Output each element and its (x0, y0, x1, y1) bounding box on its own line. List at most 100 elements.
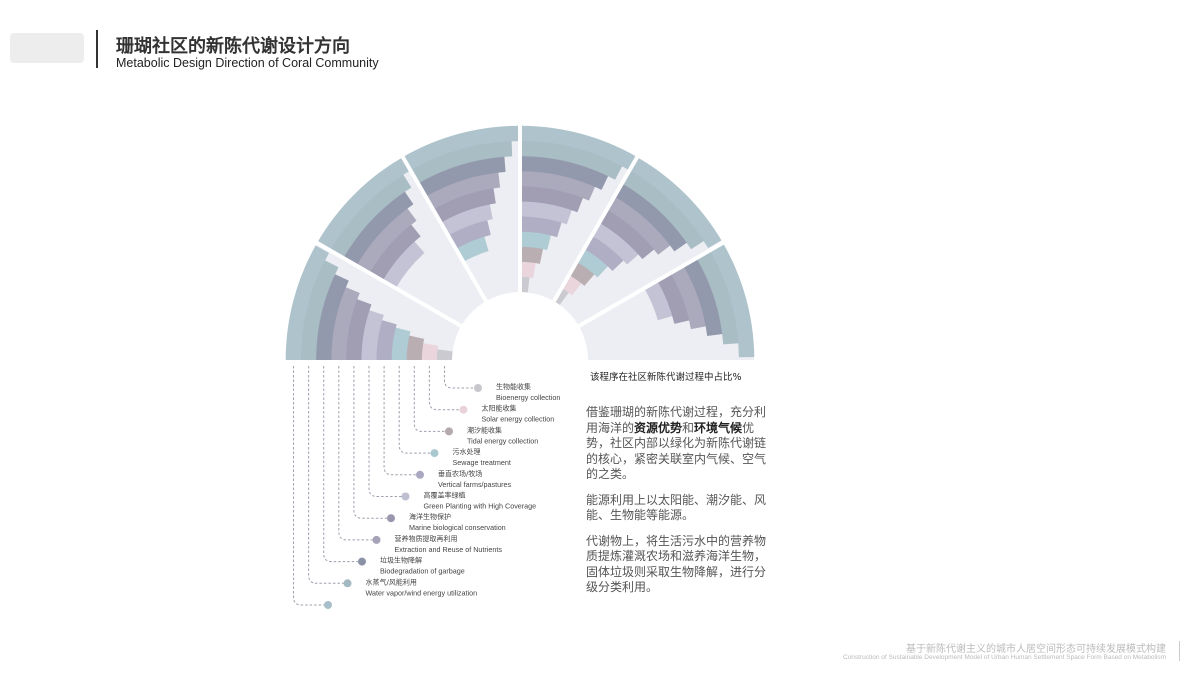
chart-bar (376, 320, 397, 360)
title-divider (96, 30, 98, 68)
chart-bar (591, 222, 639, 265)
sector-divider (577, 240, 725, 328)
chart-bar (520, 140, 623, 180)
chart-bar (520, 125, 638, 171)
chart-bar (520, 201, 572, 225)
chart-bar (382, 241, 425, 289)
legend-leader (413, 366, 445, 432)
chart-bar (644, 280, 673, 321)
chart-arcs (285, 125, 755, 360)
chart-bar (330, 287, 360, 360)
legend-dot (372, 535, 381, 544)
legend-dot (445, 427, 453, 436)
chart-bar (361, 310, 384, 360)
legend-label-en: Solar energy collection (482, 415, 555, 424)
chart-bar (520, 231, 551, 251)
chart-bar (369, 224, 421, 281)
chart-legend: 生物能收集 Bioenergy collection 太阳能收集 Solar ener… (293, 366, 560, 609)
legend-label-cn: 水蒸气/风能利用 (366, 577, 417, 586)
chart-bar (406, 335, 425, 360)
page-title: 珊瑚社区的新陈代谢设计方向 (116, 36, 350, 57)
chart-bar (520, 246, 544, 264)
chart-bar (402, 125, 520, 171)
chart-bar (455, 236, 489, 262)
legend-leader (443, 366, 474, 389)
legend-label-cn: 太阳能收集 (482, 404, 517, 413)
legend-label-cn: 生物能收集 (496, 382, 531, 391)
legend-label-cn: 垂直农场/牧场 (438, 469, 482, 478)
chart-bar (315, 274, 349, 360)
legend-label-cn: 营养物质提取再利用 (395, 534, 458, 543)
legend-leader (383, 366, 416, 476)
chart-bar (657, 273, 690, 324)
chart-bar (520, 155, 609, 190)
chart-bar (554, 287, 569, 305)
sector-divider (400, 155, 488, 303)
logo-placeholder (10, 33, 84, 63)
chart-caption: 该程序在社区新陈代谢过程中占比% (590, 372, 742, 383)
legend-label-en: Tidal energy collection (467, 436, 538, 445)
legend-dot (401, 492, 410, 501)
chart-bar (391, 327, 411, 360)
legend-label-en: Bioenergy collection (496, 393, 560, 402)
chart-bar (606, 196, 671, 255)
legend-label-en: Vertical farms/pastures (438, 480, 512, 489)
chart-bar (343, 191, 414, 266)
chart-bar (433, 188, 496, 223)
legend-label-cn: 污水处理 (453, 447, 481, 456)
chart-bar (425, 172, 501, 210)
legend-leader (368, 366, 402, 497)
description-paragraph-2: 能源利用上以太阳能、潮汐能、风能、生物能等能源。 (586, 492, 767, 523)
legend-leader (293, 366, 324, 606)
legend-label-en: Green Planting with High Coverage (424, 502, 537, 511)
chart-bar (440, 204, 493, 236)
chart-bar (683, 257, 723, 336)
chart-bar (520, 276, 530, 293)
legend-label-en: Biodegradation of garbage (380, 567, 465, 576)
footer-title-cn: 基于新陈代谢主义的城市人居空间形态可持续发展模式构建 (906, 644, 1166, 655)
description-paragraph-1: 借鉴珊瑚的新陈代谢过程，充分利用海洋的资源优势和环境气候优势，社区内部以绿化为新… (586, 405, 767, 481)
chart-bar (696, 250, 739, 345)
sector-divider (315, 240, 463, 328)
description-paragraph-3: 代谢物上，将生活污水中的营养物质提炼灌溉农场和滋养海洋生物，固体垃圾则采取生物降… (586, 533, 767, 595)
legend-leader (398, 366, 431, 454)
legend-leader (323, 366, 358, 563)
chart-bar (436, 349, 453, 360)
chart-bar (410, 140, 513, 184)
chart-bar (584, 235, 624, 271)
legend-dot (459, 405, 468, 414)
legend-label-cn: 高覆盖率绿植 (424, 491, 466, 500)
chart-bar (599, 209, 655, 260)
chart-bar (417, 156, 506, 197)
legend-dot (474, 384, 482, 392)
chart-bar (448, 220, 491, 249)
footer-title-en: Construction of Sustainable Development … (843, 654, 1166, 661)
legend-label-en: Sewage treatment (453, 458, 511, 467)
legend-label-en: Extraction and Reuse of Nutrients (395, 545, 503, 554)
legend-leader (308, 366, 344, 584)
page-subtitle: Metabolic Design Direction of Coral Comm… (116, 56, 379, 70)
legend-leader (428, 366, 460, 411)
chart-bar (356, 208, 417, 274)
chart-bar (520, 170, 596, 201)
chart-bar (629, 157, 722, 249)
legend-leader (353, 366, 387, 519)
legend-dot (387, 514, 395, 523)
legend-dot (430, 449, 439, 458)
legend-dot (324, 601, 332, 609)
chart-bar (614, 183, 687, 252)
chart-bar (520, 261, 536, 278)
chart-bar (670, 265, 707, 330)
legend-label-en: Marine biological conservation (409, 523, 506, 532)
legend-leader (338, 366, 373, 541)
chart-bar (300, 260, 339, 360)
chart-bar (520, 216, 562, 238)
chart-bar (317, 157, 411, 251)
legend-dot (343, 579, 352, 588)
chart-bar (621, 170, 704, 250)
legend-label-en: Water vapor/wind energy utilization (366, 588, 478, 597)
footer-divider (1179, 641, 1180, 661)
chart-bar (576, 248, 609, 278)
sector-divider (552, 155, 640, 303)
